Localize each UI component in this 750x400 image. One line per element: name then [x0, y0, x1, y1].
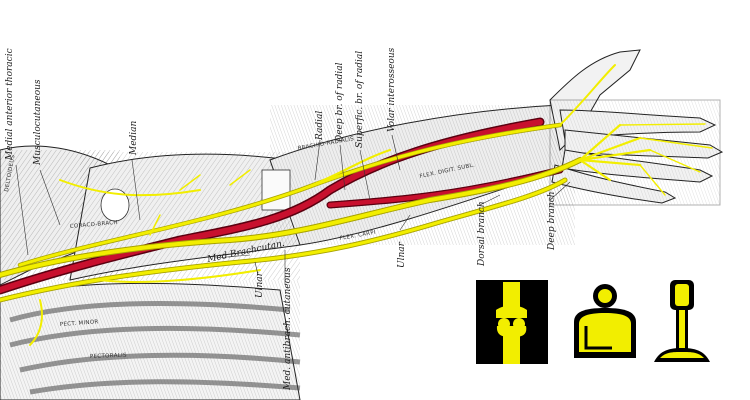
label-deep-br-radial: Deep br. of radial: [335, 62, 345, 143]
muscle-coraco-brach: CORACO-BRACH: [70, 220, 119, 230]
label-musculocutaneous: Musculocutaneous: [33, 79, 43, 166]
person-arm-icon: [574, 284, 636, 358]
nerves: [0, 64, 713, 346]
bone-joint-icon: [476, 280, 548, 364]
label-volar-interosseous: Volar interosseous: [387, 47, 397, 132]
label-ulnar-arm: Ulnar: [255, 271, 265, 298]
label-radial: Radial: [315, 111, 325, 141]
leader-lines: [15, 134, 571, 285]
label-superfic-br-radial: Superfic. br. of radial: [355, 51, 365, 148]
label-median: Median: [129, 120, 139, 156]
label-medial-anterior-thoracic: Medial anterior thoracic: [5, 48, 15, 161]
forearm: [261, 104, 576, 246]
label-ulnar-forearm: Ulnar: [397, 241, 407, 268]
hand: [549, 49, 724, 206]
label-med-antibrach-cutaneous: Med. antibrach. cutaneous: [283, 267, 293, 391]
label-deep-branch: Deep branch: [547, 191, 557, 251]
chest-ribs: [0, 280, 301, 400]
label-dorsal-branch: Dorsal branch: [477, 201, 487, 267]
traffic-post-icon: [654, 280, 710, 362]
muscle-pectoralis: PECTORALIS: [90, 353, 127, 360]
muscle-pect-minor: PECT. MINOR: [60, 319, 99, 328]
